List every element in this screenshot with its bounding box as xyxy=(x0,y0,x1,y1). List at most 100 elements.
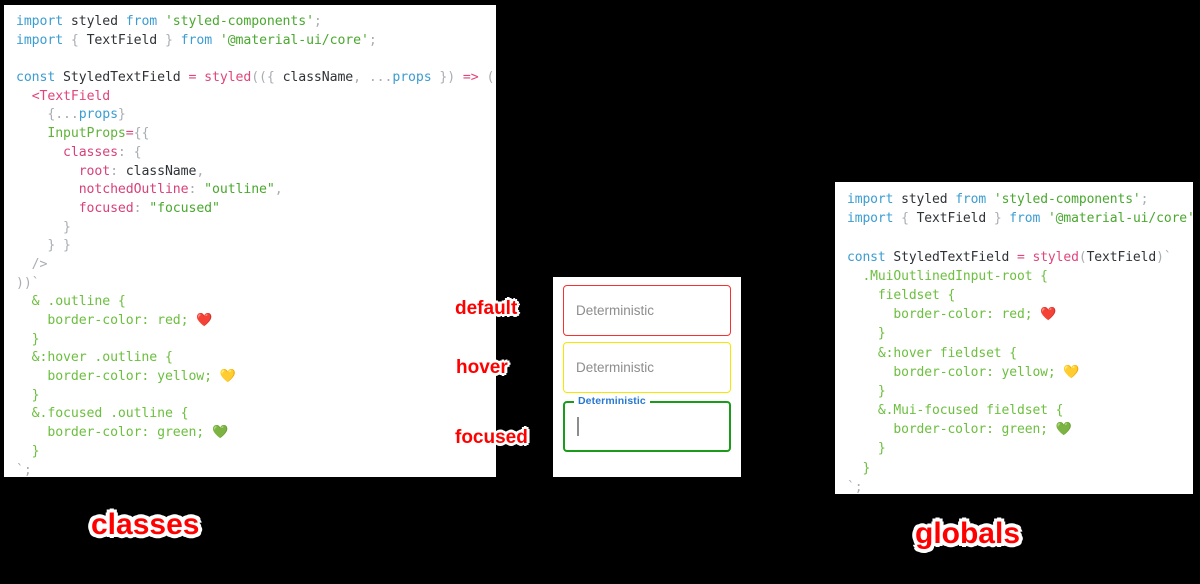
code-token-str: "focused" xyxy=(149,200,220,216)
text-cursor-icon xyxy=(577,417,579,436)
code-token-emoji: 💚 xyxy=(1055,422,1072,438)
code-token-css: border-color: yellow; xyxy=(16,369,220,385)
code-token-kw: import xyxy=(847,211,894,227)
code-token-punc: )` xyxy=(1156,249,1172,265)
code-token-kw: from xyxy=(125,14,158,29)
code-token-key: focused xyxy=(16,200,134,216)
code-line xyxy=(847,228,1185,247)
code-panel-globals: import styled from 'styled-components';i… xyxy=(835,182,1193,494)
code-line: border-color: yellow; 💛 xyxy=(847,363,1185,382)
code-token-punc: { xyxy=(63,32,87,48)
code-token-op: = xyxy=(125,126,134,142)
code-line: import { TextField } from '@material-ui/… xyxy=(16,32,486,51)
code-token-punc: ))` xyxy=(16,275,40,291)
code-token-css: } xyxy=(16,443,40,459)
code-token-punc: (({ xyxy=(251,70,283,86)
code-token-punc: {... xyxy=(16,107,79,123)
code-token-kw: import xyxy=(847,192,894,207)
code-token-punc: ; xyxy=(313,14,322,29)
code-token-plain: TextField xyxy=(86,32,158,48)
code-token-css: .MuiOutlinedInput-root { xyxy=(847,268,1048,284)
code-token-op: = xyxy=(1017,249,1025,265)
code-token-css: border-color: green; xyxy=(16,425,212,441)
code-token-css: &.Mui-focused fieldset { xyxy=(847,403,1064,419)
state-label-hover: hover xyxy=(456,357,508,378)
code-token-plain: StyledTextField xyxy=(885,249,1017,265)
code-token-css: } xyxy=(847,441,886,457)
code-token-punc: : xyxy=(188,182,205,198)
code-token-kw: from xyxy=(180,32,213,48)
code-line: focused: "focused" xyxy=(16,200,486,219)
code-token-punc: }) xyxy=(431,70,463,86)
code-token-plain: TextField xyxy=(916,211,987,227)
code-token-plain xyxy=(16,89,32,104)
code-token-punc: /> xyxy=(16,256,48,272)
code-token-css: &:hover .outline { xyxy=(16,350,173,366)
code-panel-classes: import styled from 'styled-components';i… xyxy=(4,5,496,477)
code-token-punc: ; xyxy=(368,32,377,48)
code-line: } } xyxy=(16,237,486,256)
code-line: {...props} xyxy=(16,106,486,125)
code-line: &.Mui-focused fieldset { xyxy=(847,401,1185,420)
caption-globals: globals xyxy=(915,517,1021,550)
code-token-css: &.focused .outline { xyxy=(16,406,189,422)
code-token-punc: , xyxy=(196,163,205,179)
code-token-punc: : xyxy=(110,163,126,179)
code-line: notchedOutline: "outline", xyxy=(16,181,486,200)
code-line: border-color: yellow; 💛 xyxy=(16,368,486,387)
code-token-tag: <TextField xyxy=(31,88,111,104)
code-token-css: &:hover fieldset { xyxy=(847,345,1017,361)
code-token-fn: styled xyxy=(196,70,252,86)
code-token-css: border-color: green; xyxy=(847,422,1056,438)
textfield-demo-panel: Deterministic Deterministic Deterministi… xyxy=(553,277,741,477)
code-token-punc: } xyxy=(16,219,71,235)
code-token-emoji: 💛 xyxy=(219,369,236,385)
code-token-str: "outline" xyxy=(204,182,275,198)
code-token-emoji: 💚 xyxy=(212,425,229,441)
code-line: &.focused .outline { xyxy=(16,405,486,424)
code-token-kw: from xyxy=(955,192,987,207)
code-token-punc: ( xyxy=(478,70,495,86)
code-token-punc: } } xyxy=(16,238,71,254)
code-line: } xyxy=(16,219,486,238)
code-token-emoji: ❤️ xyxy=(196,313,213,328)
code-token-op: = xyxy=(188,70,197,86)
textfield-focused-label: Deterministic xyxy=(574,395,650,407)
code-token-punc: `; xyxy=(16,462,32,478)
code-token-emoji: ❤️ xyxy=(1040,307,1057,323)
code-token-key: classes xyxy=(16,144,118,160)
code-token-key: root xyxy=(16,163,111,179)
code-line: classes: { xyxy=(16,144,486,163)
code-token-css: & .outline { xyxy=(16,294,126,310)
code-token-kw: import xyxy=(16,32,64,48)
textfield-focused[interactable]: Deterministic xyxy=(563,395,731,452)
code-token-punc: ... xyxy=(368,70,393,86)
code-token-punc: } xyxy=(157,32,181,48)
textfield-hover[interactable]: Deterministic xyxy=(563,342,731,393)
code-token-punc: : xyxy=(133,200,150,216)
code-line: root: className, xyxy=(16,163,486,182)
code-token-css: border-color: red; xyxy=(16,313,197,328)
code-token-plain: styled xyxy=(63,14,126,29)
code-line: import styled from 'styled-components'; xyxy=(16,13,486,32)
textfield-default[interactable]: Deterministic xyxy=(563,285,731,336)
state-label-focused: focused xyxy=(455,427,528,448)
code-line: } xyxy=(16,331,486,350)
code-token-plain: styled xyxy=(893,192,956,207)
code-line: InputProps={{ xyxy=(16,125,486,144)
code-token-prop: props xyxy=(392,70,432,86)
code-token-prop: props xyxy=(78,107,118,123)
code-line: } xyxy=(847,324,1185,343)
code-token-kw: const xyxy=(847,249,886,265)
code-line: } xyxy=(847,459,1185,478)
code-line: .MuiOutlinedInput-root { xyxy=(847,267,1185,286)
code-token-str: '@material-ui/core' xyxy=(212,32,369,48)
code-token-str: 'styled-components' xyxy=(986,192,1141,207)
code-token-emoji: 💛 xyxy=(1063,364,1080,380)
code-token-css: fieldset { xyxy=(847,287,956,303)
code-line: &:hover fieldset { xyxy=(847,344,1185,363)
code-line: import styled from 'styled-components'; xyxy=(847,190,1185,209)
textfield-default-placeholder: Deterministic xyxy=(576,303,655,318)
code-line: `; xyxy=(847,478,1185,494)
